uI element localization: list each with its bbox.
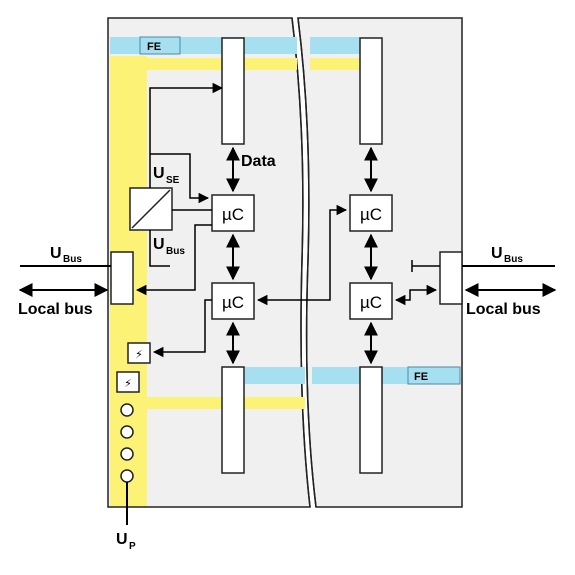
dc-dc-converter-icon: [129, 187, 173, 231]
led-indicator-icon: ⚡: [127, 342, 151, 364]
terminal-point-icon: [120, 447, 134, 461]
terminal-point-icon: [120, 425, 134, 439]
fe-label-top: FE: [147, 41, 161, 53]
up-label: U P: [116, 531, 136, 552]
svg-text:U: U: [491, 245, 503, 262]
power-rail-top-right: [310, 58, 360, 70]
svg-text:⚡: ⚡: [135, 349, 143, 361]
svg-text:U: U: [116, 531, 128, 548]
svg-text:Bus: Bus: [166, 246, 185, 257]
bus-module-top-left: [221, 37, 245, 145]
microcontroller-4: µC: [349, 282, 393, 320]
microcontroller-1: µC: [211, 194, 255, 232]
fe-bar-bottom-left: [245, 367, 305, 384]
ubus-inner-label: U Bus: [153, 236, 185, 257]
bus-module-bottom-right: [359, 366, 383, 474]
svg-text:P: P: [129, 541, 136, 552]
led-indicator-icon: ⚡: [116, 371, 140, 393]
fe-bar-top-right: [310, 37, 360, 54]
power-rail-top: [110, 58, 297, 70]
svg-text:µC: µC: [360, 293, 382, 312]
svg-text:SE: SE: [166, 175, 180, 186]
fe-label-box-bottom: [407, 366, 461, 385]
svg-text:Bus: Bus: [504, 254, 523, 265]
svg-text:µC: µC: [222, 293, 244, 312]
svg-text:U: U: [153, 165, 165, 182]
local-bus-left-label: Local bus: [18, 301, 93, 318]
fe-label-bottom: FE: [414, 371, 428, 383]
external-bus-left: [18, 265, 111, 297]
microcontroller-3: µC: [349, 194, 393, 232]
wiring-left: [135, 82, 348, 365]
svg-text:Bus: Bus: [63, 254, 82, 265]
ubus-left-label: U Bus: [50, 245, 82, 265]
svg-text:µC: µC: [222, 205, 244, 224]
data-label: Data: [241, 153, 276, 170]
bus-module-bottom-left: [221, 366, 245, 474]
wiring-right: [364, 146, 440, 365]
ubus-right-label: U Bus: [491, 245, 523, 265]
bus-connector-left: [110, 251, 134, 305]
terminal-point-icon: [120, 469, 134, 483]
bus-connector-right: [439, 251, 463, 305]
use-label: U SE: [153, 165, 180, 186]
microcontroller-2: µC: [211, 282, 255, 320]
terminal-point-icon: [120, 403, 134, 417]
svg-text:⚡: ⚡: [124, 378, 132, 390]
svg-text:U: U: [153, 236, 165, 253]
svg-text:µC: µC: [360, 205, 382, 224]
fe-bar-top-left: [110, 37, 297, 54]
external-bus-right: [462, 265, 557, 297]
svg-text:U: U: [50, 245, 62, 262]
bus-module-top-right: [359, 37, 383, 145]
local-bus-right-label: Local bus: [466, 301, 541, 318]
fe-label-box-top: [139, 36, 181, 55]
